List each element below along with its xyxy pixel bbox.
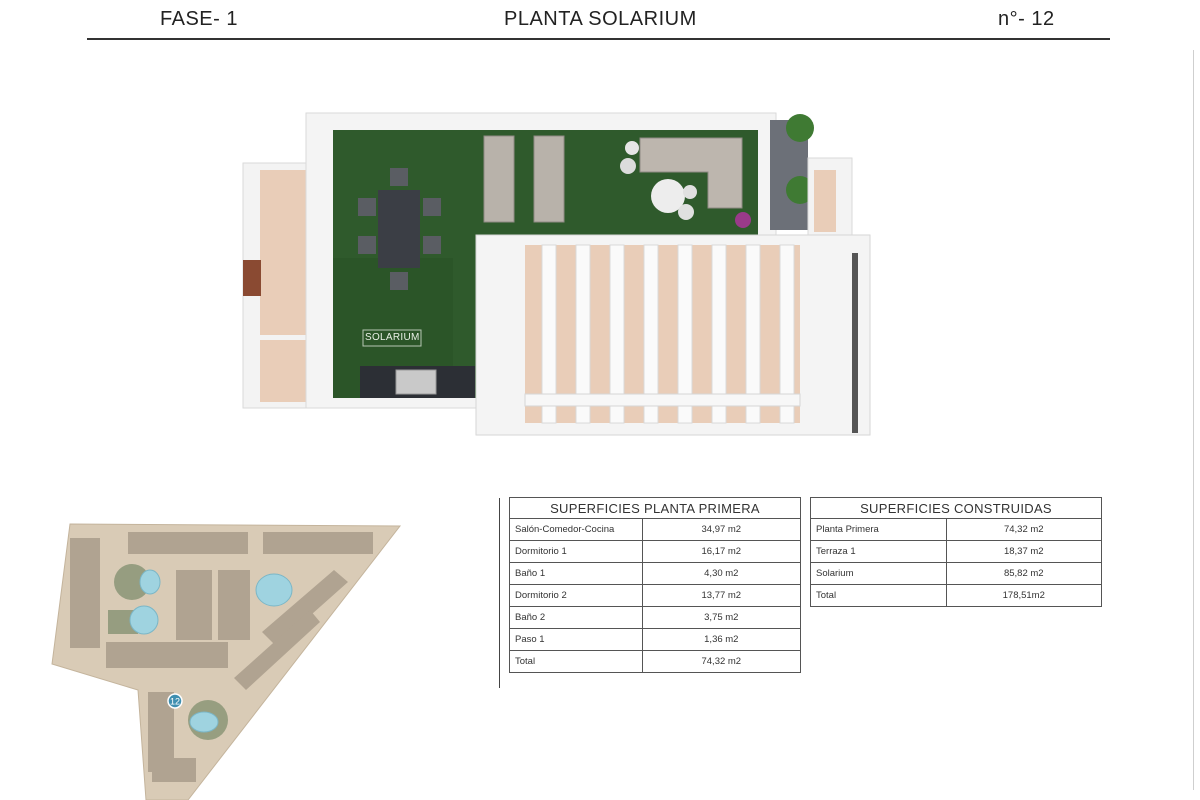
coffee-stool (683, 185, 697, 199)
row-value: 4,30 m2 (641, 562, 802, 585)
unit-12-marker (167, 693, 183, 709)
coffee-table (651, 179, 685, 213)
header-divider (87, 38, 1110, 40)
building-blocks (70, 532, 373, 782)
table-title: SUPERFICIES PLANTA PRIMERA (509, 497, 801, 519)
row-value: 1,36 m2 (641, 628, 802, 651)
unit-12-marker-label: 12 (170, 697, 180, 707)
row-value: 85,82 m2 (945, 562, 1103, 585)
table-title: SUPERFICIES CONSTRUIDAS (810, 497, 1102, 519)
row-value: 16,17 m2 (641, 540, 802, 563)
solarium-room-label: SOLARIUM (365, 332, 420, 343)
planter-plants (735, 114, 814, 265)
row-label: Dormitorio 2 (509, 584, 643, 607)
pergola-post-shadow (852, 253, 858, 433)
surfaces-first-floor-table: SUPERFICIES PLANTA PRIMERA Salón-Comedor… (509, 497, 802, 673)
dining-chairs (358, 168, 441, 290)
solarium-label-box (362, 329, 422, 347)
section-divider (499, 498, 500, 688)
page-edge-line (1193, 50, 1194, 790)
swimming-pools (129, 569, 293, 733)
row-label: Paso 1 (509, 628, 643, 651)
row-label: Salón-Comedor-Cocina (509, 518, 643, 541)
coffee-stool-2 (678, 204, 694, 220)
row-label: Baño 2 (509, 606, 643, 629)
row-label: Solarium (810, 562, 947, 585)
row-value: 13,77 m2 (641, 584, 802, 607)
pergola-beam (524, 393, 801, 407)
dining-table (378, 190, 420, 268)
solarium-floor-plan (242, 112, 871, 436)
row-value: 74,32 m2 (945, 518, 1103, 541)
row-label: Dormitorio 1 (509, 540, 643, 563)
row-value: 178,51m2 (945, 584, 1103, 607)
barbecue-grill (395, 369, 437, 395)
side-stool (625, 141, 639, 155)
sun-lounger-right (533, 135, 565, 223)
row-label: Total (810, 584, 947, 607)
phase-label: FASE- 1 (160, 8, 238, 30)
row-value: 3,75 m2 (641, 606, 802, 629)
pergola-slats (541, 244, 795, 424)
row-value: 74,32 m2 (641, 650, 802, 673)
development-site-map: 12 (51, 523, 402, 800)
right-wood-deck (814, 170, 836, 232)
row-label: Total (509, 650, 643, 673)
row-label: Baño 1 (509, 562, 643, 585)
row-label: Terraza 1 (810, 540, 947, 563)
side-stool-2 (620, 158, 636, 174)
row-value: 18,37 m2 (945, 540, 1103, 563)
unit-number: n°- 12 (998, 8, 1055, 30)
row-value: 34,97 m2 (641, 518, 802, 541)
sun-lounger-left (483, 135, 515, 223)
page-title: PLANTA SOLARIUM (504, 8, 697, 30)
corner-sofa (639, 137, 743, 209)
row-label: Planta Primera (810, 518, 947, 541)
left-door (243, 260, 261, 296)
